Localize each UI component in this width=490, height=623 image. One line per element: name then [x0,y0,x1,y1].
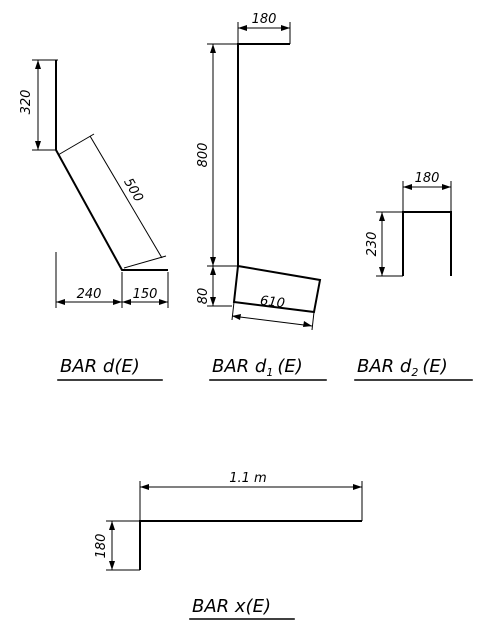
bar-d1-dim-800-label: 800 [196,143,211,168]
bar-d1-arrow-800-bottom [210,257,216,266]
bar-d2-arrow-180-left [403,184,412,190]
bar-d1-title: BAR d1 (E) [212,356,303,379]
bar-x-group: 1.1 m 180 BAR x(E) [94,471,363,620]
bar-d1-shape [232,43,322,314]
bar-d2-arrow-230-bottom [379,267,385,276]
bar-d2-arrow-180-right [442,184,451,190]
bar-d2-dim-230-label: 230 [365,232,380,257]
bar-d1-dim-610-ext-right [311,311,315,331]
bar-d1-title-suffix: (E) [277,356,302,377]
bar-x-title: BAR x(E) [192,596,271,617]
bar-d-dim-320-label: 320 [19,90,34,115]
bar-x-arrow-length-left [140,484,149,490]
bar-d-dim-150-label: 150 [133,287,158,302]
bar-d-group: 320 500 240 150 BAR d(E) [19,59,169,381]
bar-d1-arrow-80-top [210,266,216,275]
bar-d2-shape [402,211,452,276]
bar-d1-arrow-80-bottom [210,297,216,306]
bar-d-arrow-150-left [122,299,131,305]
bar-x-dim-length-label: 1.1 m [229,471,266,486]
bar-d-dim-500-line [89,135,163,259]
bar-d2-title-main: BAR d [357,356,412,377]
bar-d2-title: BAR d2 (E) [357,356,448,379]
bar-x-arrow-length-right [353,484,362,490]
bar-d1-group: 180 800 80 610 BAR d1 (E) [196,12,327,381]
bar-d2-group: 180 230 BAR d2 (E) [354,171,473,381]
bar-x-arrow-180-top [109,521,115,530]
bar-d2-dim-180-label: 180 [415,171,440,186]
bar-d1-dim-610-line [231,315,313,327]
bar-d1-arrow-180-right [281,25,290,31]
bar-d1-dim-610-ext-left [231,301,235,321]
bar-d-dim-500-label: 500 [120,176,145,205]
bar-d1-dim-610-label: 610 [259,294,285,312]
bar-d1-title-main: BAR d [212,356,267,377]
bar-d-arrow-150-right [159,299,168,305]
bar-d2-arrow-230-top [379,212,385,221]
bar-d-arrow-320-top [35,60,41,69]
bar-d1-dim-80-label: 80 [196,288,211,305]
bar-d1-title-sub: 1 [266,366,273,379]
bar-d2-title-sub: 2 [411,366,418,379]
bar-d1-arrow-610-right [303,321,312,327]
bar-d1-arrow-800-top [210,44,216,53]
bar-x-dim-180-label: 180 [94,534,109,559]
bar-d-dim-500-ext-top [57,133,95,156]
bar-d-arrow-240-left [56,299,65,305]
bar-d-dim-500-ext-bottom [123,255,167,269]
bar-d-title: BAR d(E) [60,356,140,377]
bar-d-arrow-320-bottom [35,141,41,150]
bar-d-dim-240-label: 240 [77,287,102,302]
bar-d1-dim-180-label: 180 [252,12,277,27]
bar-d1-arrow-610-left [232,314,241,320]
bar-x-arrow-180-bottom [109,561,115,570]
bar-d-arrow-240-right [113,299,122,305]
bar-d-shape [55,60,168,271]
bar-d2-title-suffix: (E) [422,356,447,377]
bar-x-shape [139,520,362,570]
bar-d1-arrow-180-left [238,25,247,31]
